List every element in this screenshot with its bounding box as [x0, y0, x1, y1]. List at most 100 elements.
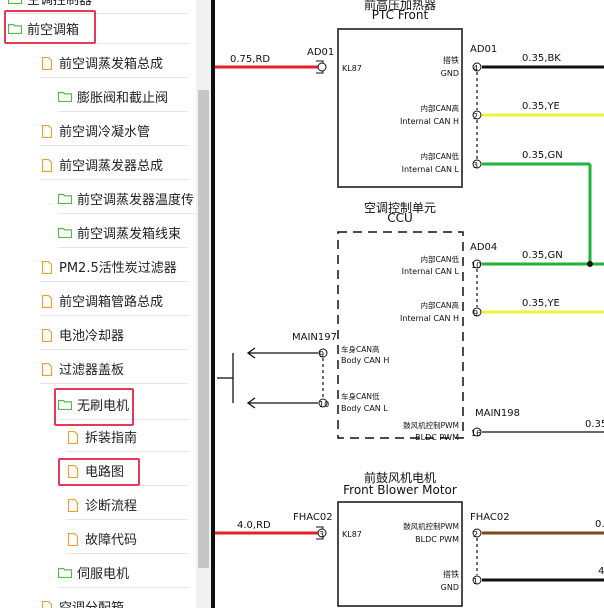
tree-item-label: 伺服电机	[77, 567, 130, 582]
wire-label: 4	[598, 566, 604, 577]
tree-item-brushless-motor[interactable]: 无刷电机	[57, 390, 188, 420]
wire-label: 0.	[595, 519, 604, 530]
document-icon	[40, 158, 54, 173]
tree-item[interactable]: 前空调蒸发箱总成	[40, 48, 188, 78]
motor-box	[337, 501, 463, 607]
connector-label: FHAC02	[470, 512, 510, 523]
document-icon	[40, 260, 54, 275]
tree-item[interactable]: 前空调箱管路总成	[40, 286, 188, 316]
tree-item[interactable]: 前空调蒸发器温度传	[57, 184, 196, 214]
pin-desc-en: BLDC PWM	[415, 433, 459, 442]
document-icon	[66, 464, 80, 479]
pin-desc-cn: 搭铁	[443, 55, 459, 65]
connector-label: AD01	[470, 44, 497, 55]
tree-item-label: 空调分配箱	[59, 597, 124, 608]
pin-desc-cn: 鼓风机控制PWM	[403, 420, 459, 430]
document-icon	[40, 600, 54, 608]
pin-terminal	[317, 528, 327, 538]
connector-label: FHAC02	[293, 512, 333, 523]
pin-number: 1	[473, 577, 478, 586]
pin-terminal	[472, 575, 482, 585]
panel-divider[interactable]	[211, 0, 215, 608]
pin-desc-en: GND	[441, 583, 459, 592]
tree-item[interactable]: 故障代码	[66, 524, 188, 554]
motor-title-en: Front Blower Motor	[343, 483, 457, 497]
tree-item-wiring-diagram[interactable]: 电路图	[66, 456, 188, 486]
document-icon	[40, 362, 54, 377]
tree-item[interactable]: 拆装指南	[66, 422, 188, 452]
document-icon	[40, 328, 54, 343]
tree-item[interactable]: 过滤器盖板	[40, 354, 188, 384]
tree-item-label: 前空调冷凝水管	[59, 125, 151, 140]
wiring-diagram: 前高压加热器 PTC Front 0.75,RD AD01 KL87 AD01 …	[215, 0, 604, 608]
scrollbar-thumb[interactable]	[198, 90, 209, 568]
pin-desc-cn: 鼓风机控制PWM	[403, 521, 459, 531]
pin-terminal	[472, 427, 482, 437]
pin-desc-cn: 搭铁	[443, 569, 459, 579]
wire-label: 4.0,RD	[237, 520, 271, 531]
wire-label: 0.35	[585, 419, 604, 430]
tree-item[interactable]: 前空调冷凝水管	[40, 116, 188, 146]
folder-open-icon	[57, 227, 73, 239]
pin-label: KL87	[342, 530, 362, 539]
pin-terminal	[472, 259, 482, 269]
tree-item[interactable]: PM2.5活性炭过滤器	[40, 252, 188, 282]
folder-open-icon	[57, 399, 73, 411]
pin-desc-en: BLDC PWM	[415, 535, 459, 544]
pin-number: 3	[473, 161, 478, 170]
tree-item-front-ac-box[interactable]: 前空调箱	[7, 14, 188, 44]
tree-item[interactable]: 电池冷却器	[40, 320, 188, 350]
pin-desc-cn: 车身CAN高	[341, 344, 380, 354]
wire-label: 0.75,RD	[230, 54, 270, 65]
pin-desc-cn: 内部CAN高	[421, 103, 460, 113]
ptc-title-en: PTC Front	[372, 8, 429, 22]
pin-desc-en: GND	[441, 69, 459, 78]
tree-item-label: 前空调蒸发箱总成	[59, 57, 164, 72]
pin-terminal	[472, 62, 482, 72]
ccu-box	[337, 231, 464, 439]
pin-number: 2	[473, 112, 478, 121]
tree-item[interactable]: 膨胀阀和截止阀	[57, 82, 188, 112]
wire-label: 0.35,GN	[522, 150, 563, 161]
pin-number: 3	[319, 530, 324, 539]
pin-number: 10	[319, 400, 329, 409]
tree-item[interactable]: 伺服电机	[57, 558, 188, 588]
pin-number: 2	[473, 530, 478, 539]
arrow-left-icon	[246, 397, 256, 409]
pin-desc-en: Internal CAN L	[402, 165, 460, 174]
connector-label: AD04	[470, 242, 497, 253]
wire-label: 0.35,YE	[522, 298, 560, 309]
pin-number: 9	[473, 309, 478, 318]
tree-item-label: 前空调蒸发箱线束	[77, 227, 182, 242]
ptc-box	[337, 28, 463, 188]
ccu-title-cn: 空调控制单元	[364, 201, 436, 215]
pin-terminal	[472, 159, 482, 169]
tree-item[interactable]: 空调分配箱	[40, 592, 188, 608]
wire-label: 0.35,YE	[522, 101, 560, 112]
tree-item-label: 前空调蒸发器温度传	[77, 193, 195, 208]
wire-label: 0.35,GN	[522, 250, 563, 261]
tree-item-label: 电路图	[85, 465, 125, 480]
tree-item[interactable]: 诊断流程	[66, 490, 188, 520]
ccu-title-en: CCU	[387, 211, 413, 225]
tree-item[interactable]: 空调控制器	[7, 0, 188, 14]
connector-label: MAIN198	[475, 408, 520, 419]
pin-desc-cn: 内部CAN低	[421, 254, 460, 264]
ptc-title-cn: 前高压加热器	[364, 0, 436, 12]
tree-item[interactable]: 前空调蒸发器总成	[40, 150, 188, 180]
document-icon	[40, 124, 54, 139]
folder-open-icon	[57, 91, 73, 103]
tree-item-label: 无刷电机	[77, 399, 130, 414]
arrow-left-icon	[246, 347, 256, 359]
tree-item-label: 空调控制器	[27, 0, 93, 8]
tree-item[interactable]: 前空调蒸发箱线束	[57, 218, 188, 248]
pin-desc-en: Internal CAN L	[402, 267, 460, 276]
pin-desc-en: Internal CAN H	[400, 117, 459, 126]
pin-number: 10	[471, 261, 481, 270]
pin-desc-en: Internal CAN H	[400, 314, 459, 323]
tree-item-label: 前空调箱管路总成	[59, 295, 164, 310]
folder-open-icon	[7, 23, 23, 35]
pin-terminal	[318, 398, 328, 408]
document-icon	[66, 532, 80, 547]
folder-open-icon	[57, 567, 73, 579]
